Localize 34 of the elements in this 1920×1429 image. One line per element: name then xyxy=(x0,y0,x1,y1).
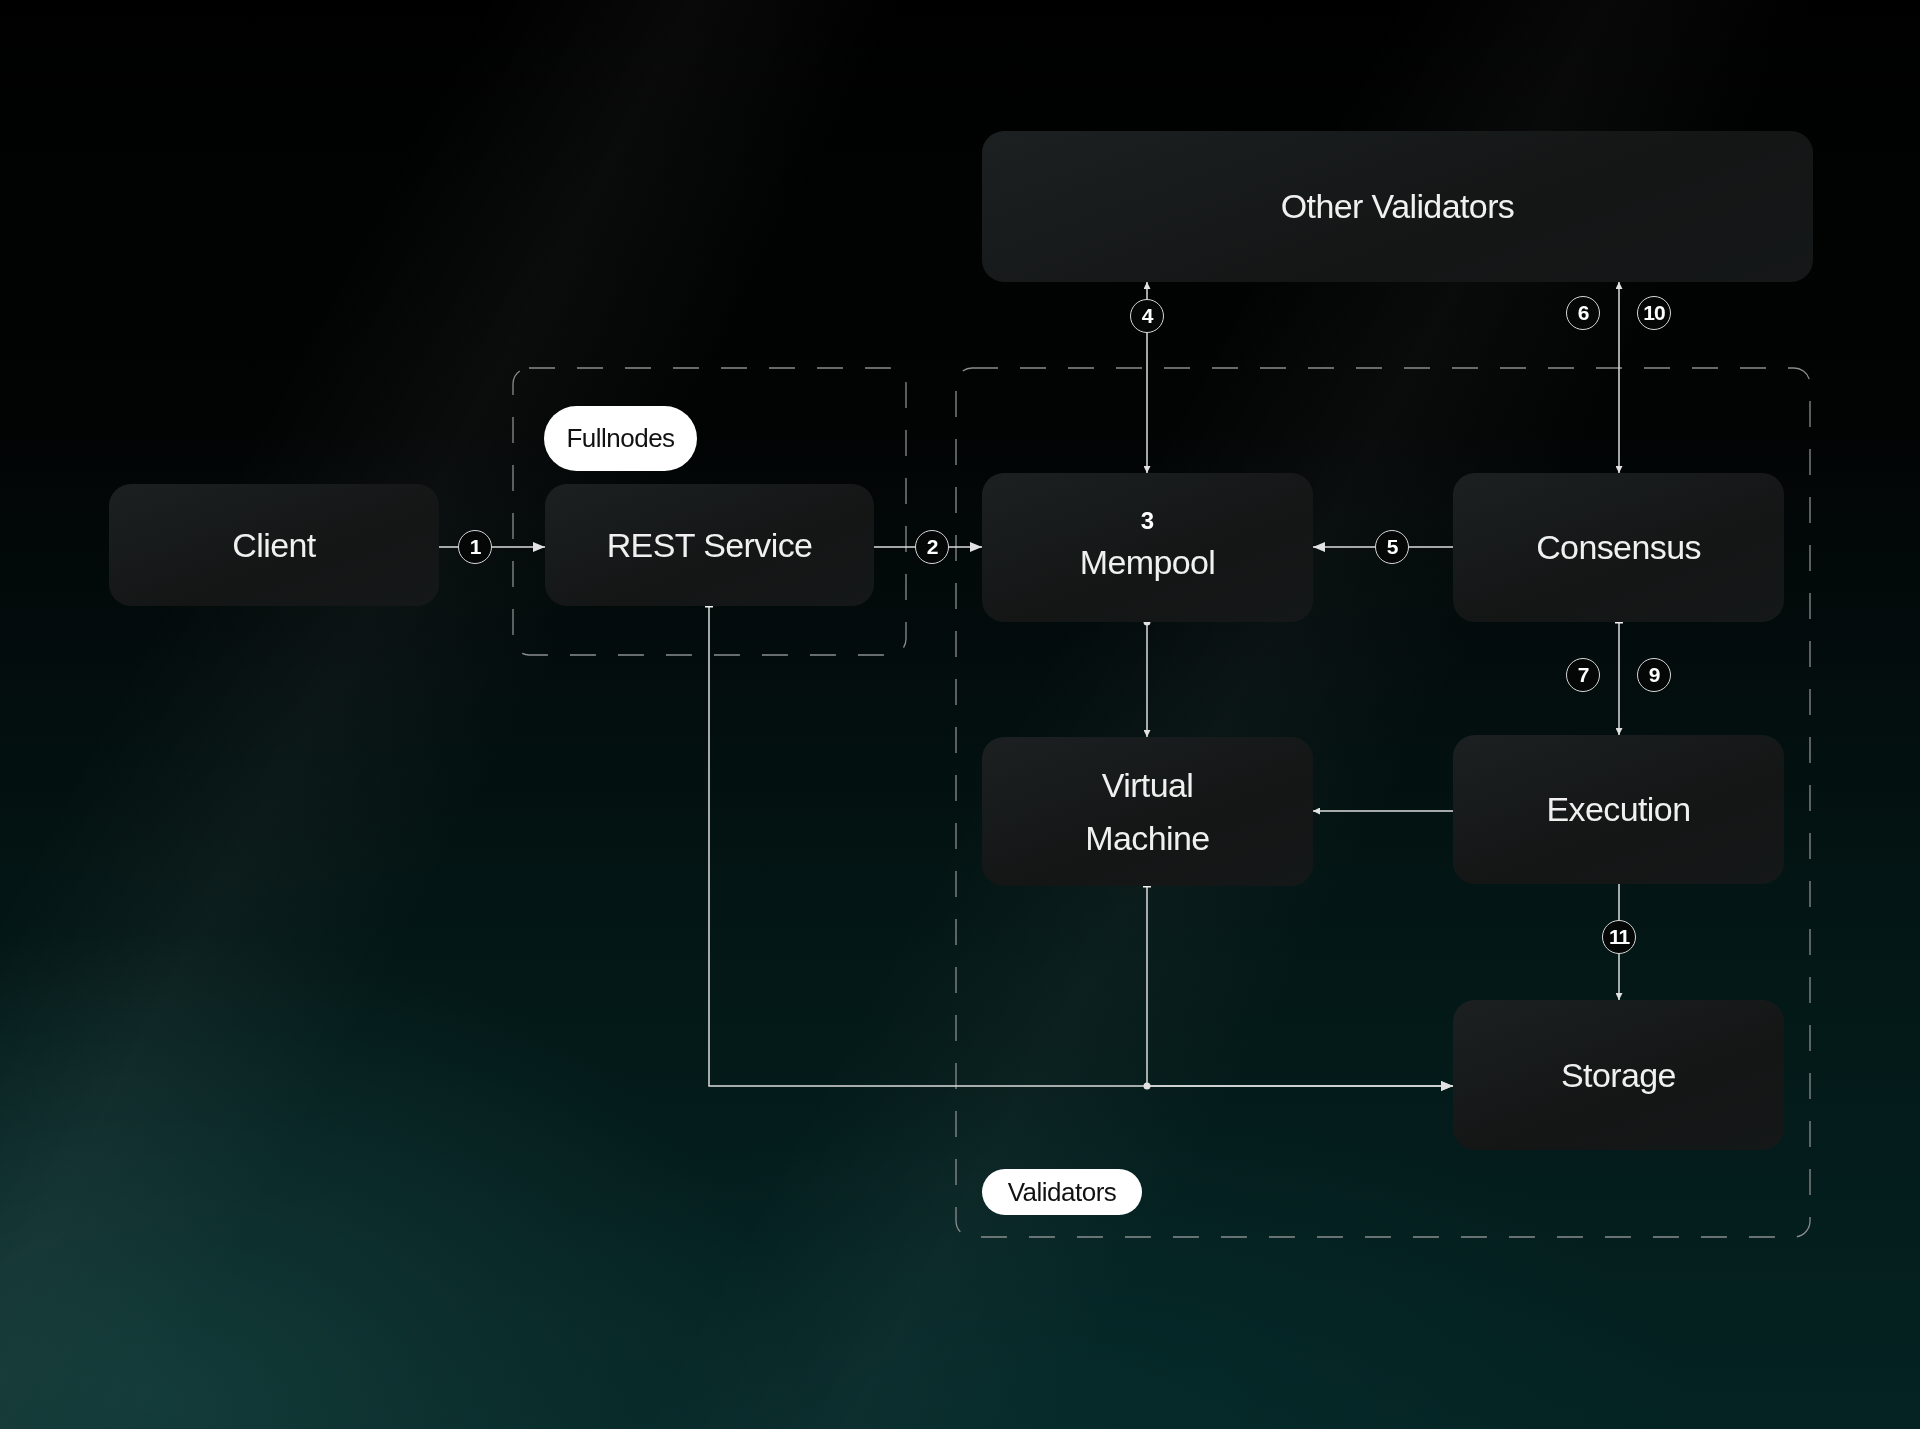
step-number: 11 xyxy=(1602,920,1636,954)
node-label: Consensus xyxy=(1536,527,1701,569)
dashed-group-frame xyxy=(955,367,1811,1238)
step-number: 10 xyxy=(1637,296,1671,330)
group-tag: Fullnodes xyxy=(544,406,697,471)
node-label: Client xyxy=(232,524,316,566)
arrow xyxy=(1143,885,1454,1091)
dashed-group-frame xyxy=(512,367,907,656)
node-label: Mempool xyxy=(1079,541,1216,583)
process-box xyxy=(545,484,874,606)
process-box xyxy=(1453,1000,1784,1150)
process-box xyxy=(982,473,1313,622)
step-number: 7 xyxy=(1566,658,1600,692)
node-label: Storage xyxy=(1561,1054,1676,1096)
process-box xyxy=(1453,735,1784,884)
component-box xyxy=(982,131,1813,282)
node-label: Other Validators xyxy=(1280,186,1515,228)
arrow xyxy=(1615,620,1623,736)
step-number: 6 xyxy=(1566,296,1600,330)
node-label: REST Service xyxy=(606,524,813,566)
node-label: Virtual Machine xyxy=(1084,764,1211,859)
process-box xyxy=(982,737,1313,886)
group-tag: Validators xyxy=(982,1169,1142,1215)
step-number: 4 xyxy=(1130,299,1164,333)
arrow xyxy=(1312,807,1454,815)
process-box xyxy=(109,484,439,606)
step-number: 9 xyxy=(1637,658,1671,692)
step-number: 5 xyxy=(1375,530,1409,564)
arrow xyxy=(1615,281,1623,474)
node-label: Execution xyxy=(1546,789,1691,831)
process-box xyxy=(1453,473,1784,622)
step-number: 1 xyxy=(458,530,492,564)
step-number: 2 xyxy=(915,530,949,564)
step-number: 3 xyxy=(1140,506,1155,536)
